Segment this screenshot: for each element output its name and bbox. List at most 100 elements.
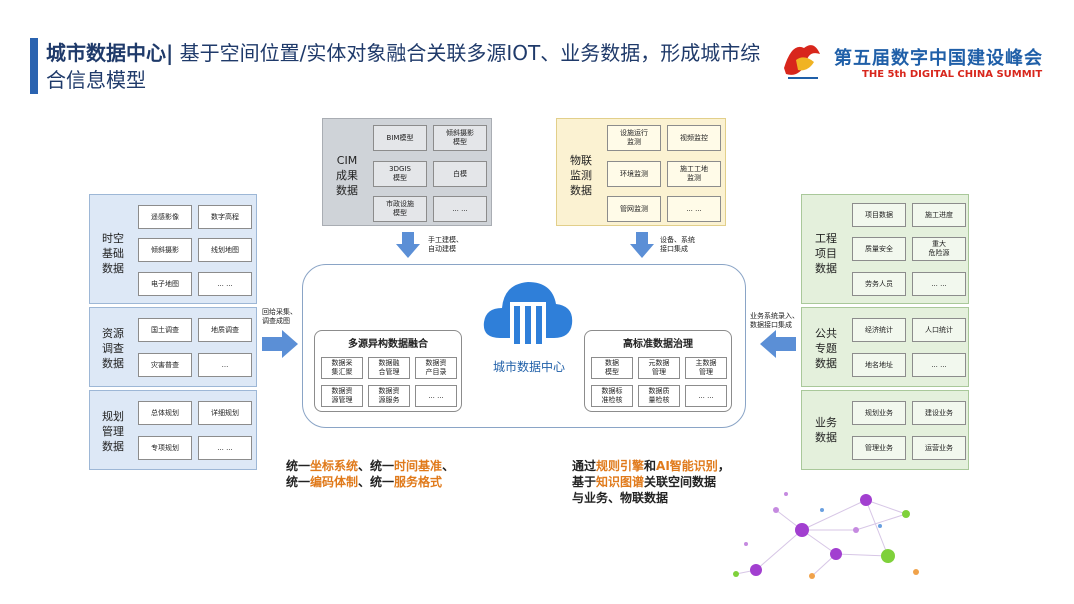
- right-panel-business: 业务 数据 规划业务 建设业务 管理业务 运营业务: [801, 390, 969, 470]
- cell: 灾害普查: [138, 353, 192, 377]
- graph-node: [820, 508, 824, 512]
- cell: ... ...: [912, 353, 966, 377]
- right-arrow-icon: [262, 330, 298, 358]
- cell: 数据 模型: [591, 357, 633, 379]
- cell: 详细规划: [198, 401, 252, 425]
- graph-node: [744, 542, 748, 546]
- right-arrow-note: 业务系统录入、 数据接口集成: [750, 312, 799, 329]
- graph-node: [750, 564, 762, 576]
- cell: ... ...: [198, 272, 252, 296]
- fusion-title: 多源异构数据融合: [348, 339, 428, 350]
- down-arrow-icon: [396, 232, 420, 258]
- iot-arrow-note: 设备、系统 接口集成: [660, 236, 695, 253]
- cell: ... ...: [433, 196, 487, 222]
- cell: 地名地址: [852, 353, 906, 377]
- cell: 环境监测: [607, 161, 661, 187]
- cell: 劳务人员: [852, 272, 906, 296]
- graph-node: [878, 524, 882, 528]
- down-arrow-icon: [630, 232, 654, 258]
- graph-node: [902, 510, 910, 518]
- fusion-box: 多源异构数据融合 数据采 集汇聚 数据融 合管理 数据资 产目录 数据资 源管理…: [314, 330, 462, 412]
- cell: 重大 危险源: [912, 237, 966, 261]
- cell: 施工进度: [912, 203, 966, 227]
- cell: 地质调查: [198, 318, 252, 342]
- cell: 数据资 源管理: [321, 385, 363, 407]
- cell: 遥感影像: [138, 205, 192, 229]
- iot-panel: 物联 监测 数据 设施运行 监测 视频监控 环境监测 施工工地 监测 管网监测 …: [556, 118, 726, 226]
- cell: 人口统计: [912, 318, 966, 342]
- cim-panel: CIM 成果 数据 BIM模型 倾斜摄影 模型 3DGIS 模型 白模 市政设施…: [322, 118, 492, 226]
- caption-line: 通过规则引擎和AI智能识别，: [572, 459, 730, 473]
- cim-arrow-note: 手工建模、 自动建模: [428, 236, 463, 253]
- graph-node: [795, 523, 809, 537]
- governance-title: 高标准数据治理: [623, 339, 693, 350]
- knowledge-graph-illustration: [733, 492, 919, 579]
- summit-name: 第五届数字中国建设峰会: [834, 48, 1043, 69]
- cell: 总体规划: [138, 401, 192, 425]
- cell: ... ...: [198, 436, 252, 460]
- left-panel-planning: 规划 管理 数据 总体规划 详细规划 专项规划 ... ...: [89, 390, 257, 470]
- cell: 视频监控: [667, 125, 721, 151]
- cell: 数据标 准检核: [591, 385, 633, 407]
- right-panel-public: 公共 专题 数据 经济统计 人口统计 地名地址 ... ...: [801, 307, 969, 387]
- title-prefix: 城市数据中心|: [46, 41, 174, 65]
- graph-node: [830, 548, 842, 560]
- cell: ... ...: [912, 272, 966, 296]
- hub-center-label: 城市数据中心: [492, 360, 565, 374]
- left-panel-survey: 资源 调查 数据 国土调查 地质调查 灾害普查 ...: [89, 307, 257, 387]
- cell: 国土调查: [138, 318, 192, 342]
- cell: 市政设施 模型: [373, 196, 427, 222]
- graph-node: [733, 571, 739, 577]
- cell: ...: [198, 353, 252, 377]
- cell: 主数据 管理: [685, 357, 727, 379]
- cell: 质量安全: [852, 237, 906, 261]
- cell: BIM模型: [373, 125, 427, 151]
- cell: 数据质 量检核: [638, 385, 680, 407]
- cell: 管网监测: [607, 196, 661, 222]
- caption-line: 基于知识图谱关联空间数据: [572, 475, 717, 489]
- cell: 经济统计: [852, 318, 906, 342]
- cell: 元数据 管理: [638, 357, 680, 379]
- panel-label: 规划 管理 数据: [102, 410, 124, 453]
- panel-label: 时空 基础 数据: [102, 232, 124, 275]
- graph-node: [860, 494, 872, 506]
- panel-label: 公共 专题 数据: [815, 327, 837, 370]
- cell: 专项规划: [138, 436, 192, 460]
- cell: 白模: [433, 161, 487, 187]
- cell: 数据融 合管理: [368, 357, 410, 379]
- graph-node: [853, 527, 859, 533]
- cell: 数字高程: [198, 205, 252, 229]
- cell: 倾斜摄影: [138, 238, 192, 262]
- title-accent-bar: [30, 38, 38, 94]
- cell: 数据采 集汇聚: [321, 357, 363, 379]
- caption-right: 通过规则引擎和AI智能识别， 基于知识图谱关联空间数据 与业务、物联数据: [572, 458, 730, 506]
- graph-node: [881, 549, 895, 563]
- caption-line: 与业务、物联数据: [572, 491, 669, 505]
- page-title: 城市数据中心| 基于空间位置/实体对象融合关联多源IOT、业务数据，形成城市综合…: [46, 40, 776, 94]
- cell: 线划地图: [198, 238, 252, 262]
- cloud-server-icon: [483, 282, 573, 348]
- cell: 管理业务: [852, 436, 906, 460]
- title-text: 基于空间位置/实体对象融合关联多源IOT、业务数据，形成城市综合信息模型: [46, 41, 761, 92]
- left-arrow-icon: [760, 330, 796, 358]
- cell: 施工工地 监测: [667, 161, 721, 187]
- cell: ... ...: [685, 385, 727, 407]
- graph-node: [784, 492, 788, 496]
- summit-logo-icon: [784, 45, 820, 79]
- left-arrow-note: 回给采集、 调查成图: [262, 308, 297, 325]
- left-panel-spatial: 时空 基础 数据 遥感影像 数字高程 倾斜摄影 线划地图 电子地图 ... ..…: [89, 194, 257, 304]
- cell: ... ...: [415, 385, 457, 407]
- panel-label: CIM 成果 数据: [336, 154, 358, 197]
- cell: 规划业务: [852, 401, 906, 425]
- cell: 项目数据: [852, 203, 906, 227]
- panel-label: 工程 项目 数据: [815, 232, 837, 275]
- cell: 倾斜摄影 模型: [433, 125, 487, 151]
- cell: 3DGIS 模型: [373, 161, 427, 187]
- cell: 设施运行 监测: [607, 125, 661, 151]
- graph-node: [913, 569, 919, 575]
- cell: 电子地图: [138, 272, 192, 296]
- caption-line: 统一坐标系统、统一时间基准、: [286, 459, 455, 473]
- cell: 建设业务: [912, 401, 966, 425]
- summit-english: THE 5th DIGITAL CHINA SUMMIT: [862, 69, 1043, 80]
- governance-box: 高标准数据治理 数据 模型 元数据 管理 主数据 管理 数据标 准检核 数据质 …: [584, 330, 732, 412]
